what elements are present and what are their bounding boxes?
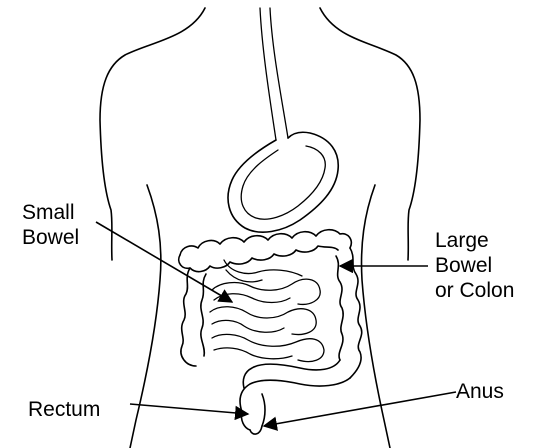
sigmoid-colon-outer [240, 378, 350, 412]
rectum-label-text: Rectum [28, 397, 100, 422]
large-bowel-label-line-3: or Colon [435, 278, 514, 303]
anus-label: Anus [456, 379, 504, 404]
small-bowel-loop-7 [224, 260, 302, 276]
left-shoulder-outline [100, 8, 205, 260]
rectum-arrow [130, 404, 248, 414]
descending-colon-outer [350, 248, 362, 378]
large-bowel-label-line-2: Bowel [435, 253, 514, 278]
small-bowel-label: Small Bowel [22, 200, 79, 250]
left-arm-inner-line [130, 185, 161, 448]
small-bowel-label-line-1: Small [22, 200, 79, 225]
stomach-inner-wall [241, 146, 325, 219]
anus-outline [250, 426, 262, 434]
descending-colon-inner [336, 256, 343, 360]
transverse-colon-bottom [179, 246, 338, 272]
ascending-colon-outer [181, 268, 196, 366]
small-bowel-loop-4 [212, 320, 284, 332]
anus-label-text: Anus [456, 379, 504, 404]
transverse-colon-top [180, 230, 351, 255]
small-bowel-label-line-2: Bowel [22, 225, 79, 250]
rectum-left-wall [241, 412, 250, 430]
large-bowel-label: Large Bowel or Colon [435, 228, 514, 303]
oesophagus [260, 8, 288, 140]
sigmoid-colon-inner [243, 360, 340, 388]
anus-arrow [264, 392, 456, 426]
large-bowel-label-line-1: Large [435, 228, 514, 253]
large-bowel [179, 230, 362, 412]
small-bowel [210, 260, 324, 362]
pointer-arrows [96, 222, 456, 426]
rectum-label: Rectum [28, 397, 100, 422]
small-bowel-arrow [96, 222, 232, 302]
right-shoulder-outline [320, 8, 420, 260]
stomach [228, 132, 338, 232]
rectum-right-wall [262, 394, 265, 426]
oesophagus-left-wall [260, 8, 276, 140]
body-outline [100, 8, 420, 448]
small-bowel-loop-6 [214, 348, 292, 359]
